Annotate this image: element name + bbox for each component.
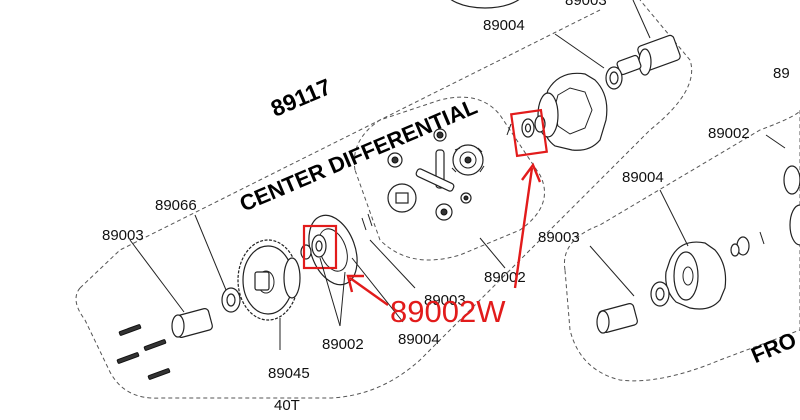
label-89003-mid: 89003 bbox=[424, 292, 466, 309]
center-diff-group-outline bbox=[75, 0, 693, 399]
callout-arrows bbox=[346, 162, 542, 306]
label-89004-right: 89004 bbox=[622, 169, 664, 186]
outdrive-left bbox=[171, 308, 213, 338]
front-title-partial: FRO bbox=[747, 327, 800, 368]
label-89004-bottom: 89004 bbox=[398, 331, 440, 348]
bearing-left bbox=[221, 287, 241, 313]
label-89066: 89066 bbox=[155, 197, 197, 214]
assembly-number: 89117 bbox=[267, 73, 335, 121]
pin bbox=[361, 217, 367, 231]
label-89002-right: 89002 bbox=[708, 125, 750, 142]
spider-gear-set bbox=[387, 128, 485, 221]
front-title-group: FRO bbox=[747, 327, 800, 368]
label-89002-bottom: 89002 bbox=[322, 336, 364, 353]
diff-case-outline bbox=[353, 96, 545, 261]
partial-gear-top bbox=[450, 0, 520, 9]
highlight-box-left bbox=[302, 224, 338, 270]
label-89002-mid: 89002 bbox=[484, 269, 526, 286]
center-diff-group-outline-top bbox=[79, 9, 601, 289]
label-89003-top-partial: 89003 bbox=[565, 0, 607, 9]
spur-gear-40t bbox=[237, 239, 301, 321]
diff-case-top bbox=[537, 72, 608, 151]
diff-case-right bbox=[665, 241, 727, 310]
leader-lines bbox=[129, 0, 786, 350]
callout-label: 89002W bbox=[390, 294, 506, 329]
label-89003-left: 89003 bbox=[102, 227, 144, 244]
label-89045: 89045 bbox=[268, 365, 310, 382]
outdrive-right bbox=[596, 303, 638, 334]
screws bbox=[116, 324, 171, 380]
highlight-box-top bbox=[509, 108, 549, 158]
label-89003-right: 89003 bbox=[538, 229, 580, 246]
label-40t: 40T bbox=[274, 397, 300, 414]
outdrive-cup-top bbox=[616, 34, 681, 76]
label-89004-top: 89004 bbox=[483, 17, 525, 34]
partial-part-far-right bbox=[789, 204, 800, 246]
label-89-right-partial: 89 bbox=[773, 65, 790, 82]
